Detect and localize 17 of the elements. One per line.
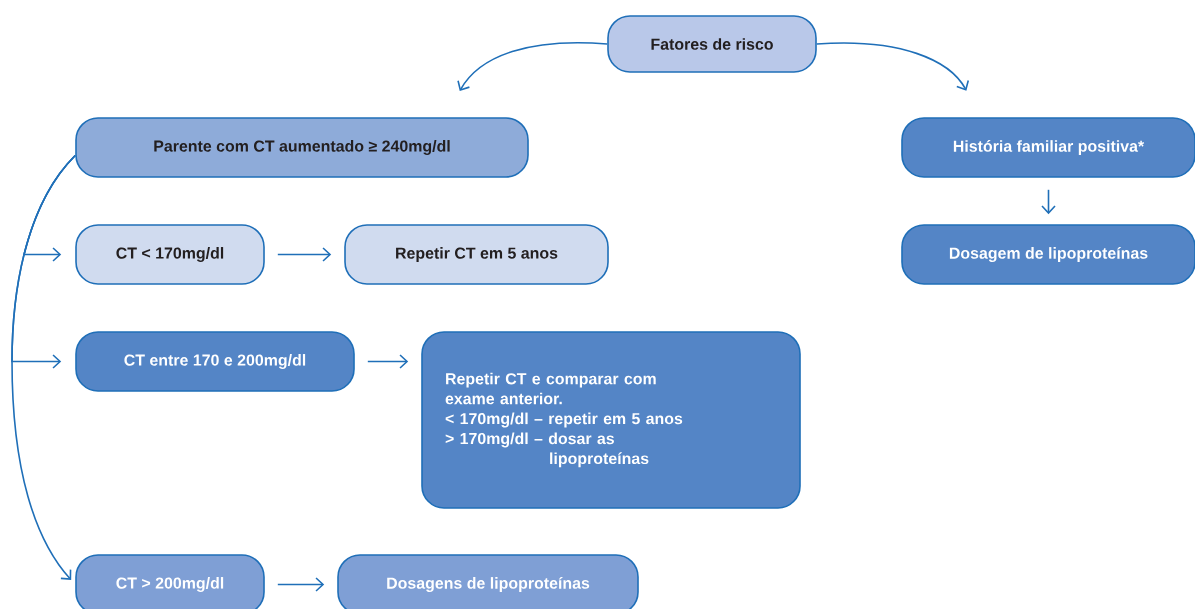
arrow [277,577,325,592]
rounded-box: Fatores de risco [607,15,817,73]
rounded-box: CT < 170mg/dl [75,224,265,285]
arrow [816,42,970,91]
rounded-box: CT > 200mg/dl [75,554,265,609]
arrow [1041,189,1056,215]
rounded-box: Dosagens de lipoproteínas [337,554,639,609]
rounded-box: CT entre 170 e 200mg/dl [75,331,355,392]
rounded-box: Parente com CT aumentado ≥ 240mg/dl [75,117,529,178]
arrow [457,42,608,92]
rounded-box: História familiar positiva* [901,117,1195,178]
arrow [11,154,76,581]
rounded-box: Dosagem de lipoproteínas [901,224,1195,285]
arrow [277,247,332,262]
text-box: Repetir CT e comparar com exame anterior. < 170mg/dl – repetir em 5 anos > 170mg/dl – dosar as lipoproteínas [421,331,801,509]
arrow [367,354,409,369]
rounded-box: Repetir CT em 5 anos [344,224,609,285]
